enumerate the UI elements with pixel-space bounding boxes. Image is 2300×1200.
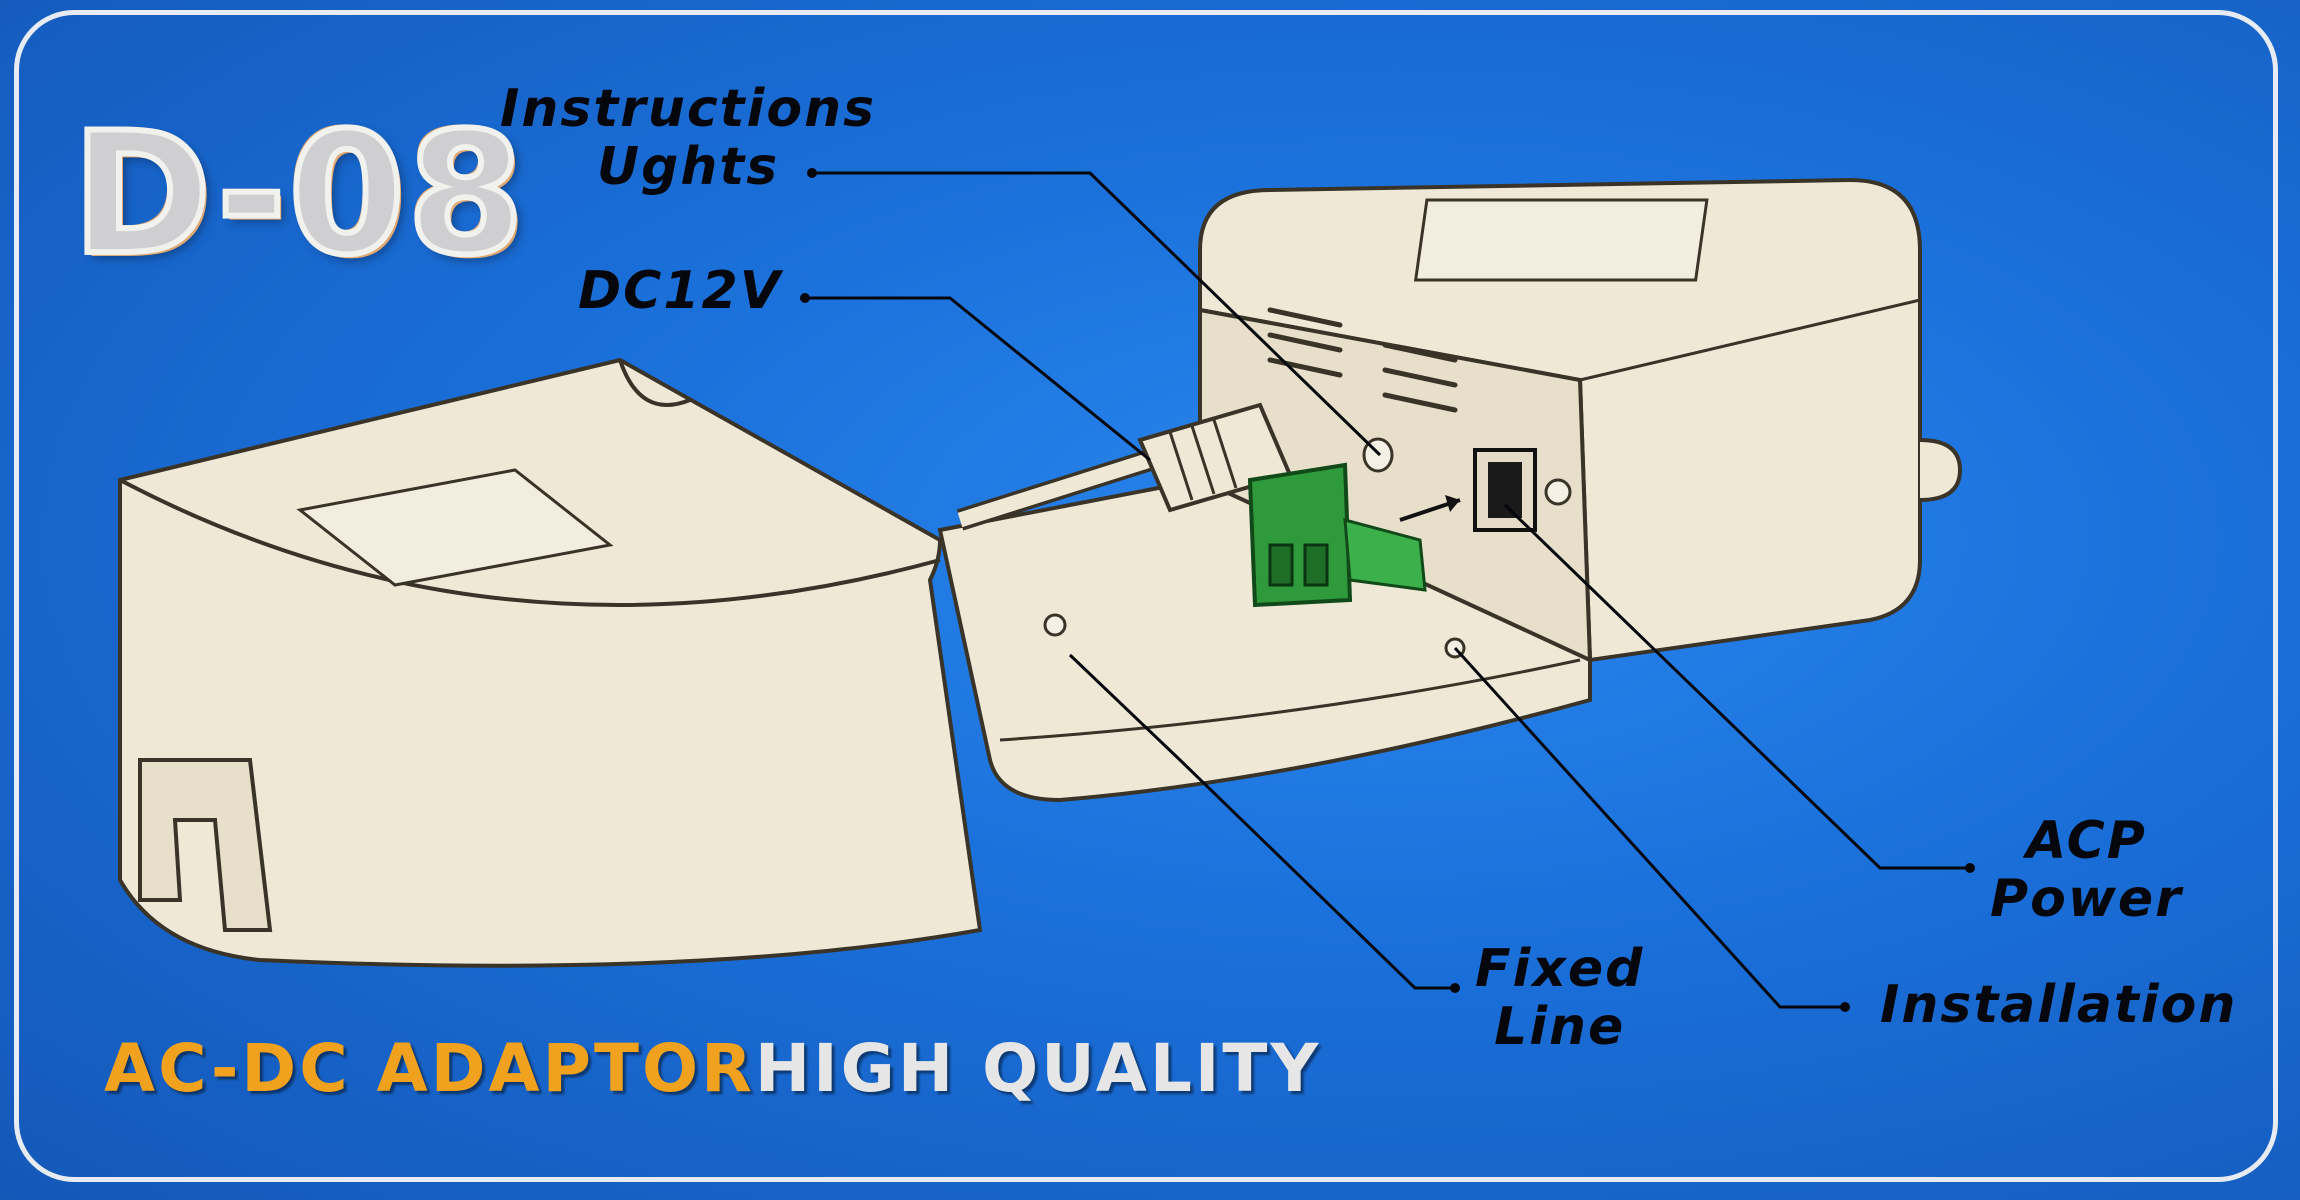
callout-fixed-line-1: Fixed: [1475, 939, 1645, 999]
callout-dc12v: DC12V: [578, 261, 782, 321]
callout-acp-power-line-2: Power: [1990, 869, 2183, 929]
model-title: D-08: [69, 96, 527, 292]
leader-installation: [1453, 646, 1845, 1009]
callout-instructions-lights: Instructions Ughts: [500, 80, 876, 196]
leader-fixed-line: [1068, 653, 1455, 990]
callout-fixed-line: Fixed Line: [1475, 940, 1644, 1056]
callout-leader-dots: [800, 168, 1975, 1012]
callout-acp-power: ACP Power: [1990, 812, 2183, 928]
adaptor-main-housing: [1198, 177, 1963, 663]
panel-border: [14, 10, 2278, 1182]
callout-acp-power-line-1: ACP: [2025, 811, 2147, 871]
terminal-block-connector: [1247, 462, 1461, 608]
tagline-quality: HIGH QUALITY: [754, 1030, 1322, 1107]
adaptor-cover: [118, 357, 983, 968]
leader-dc12v: [805, 296, 1151, 462]
callout-instructions-line-2: Ughts: [596, 137, 780, 197]
callout-instructions-line-1: Instructions: [500, 79, 877, 139]
callout-leader-lines: [805, 171, 1970, 1009]
leader-acp-power: [1503, 503, 1970, 870]
leader-instructions-lights: [812, 171, 1382, 457]
product-tagline: AC-DC ADAPTORHIGH QUALITY: [104, 1030, 1321, 1107]
callout-fixed-line-2: Line: [1494, 997, 1626, 1057]
callout-installation: Installation: [1880, 975, 2238, 1035]
tagline-adaptor: AC-DC ADAPTOR: [104, 1030, 755, 1107]
